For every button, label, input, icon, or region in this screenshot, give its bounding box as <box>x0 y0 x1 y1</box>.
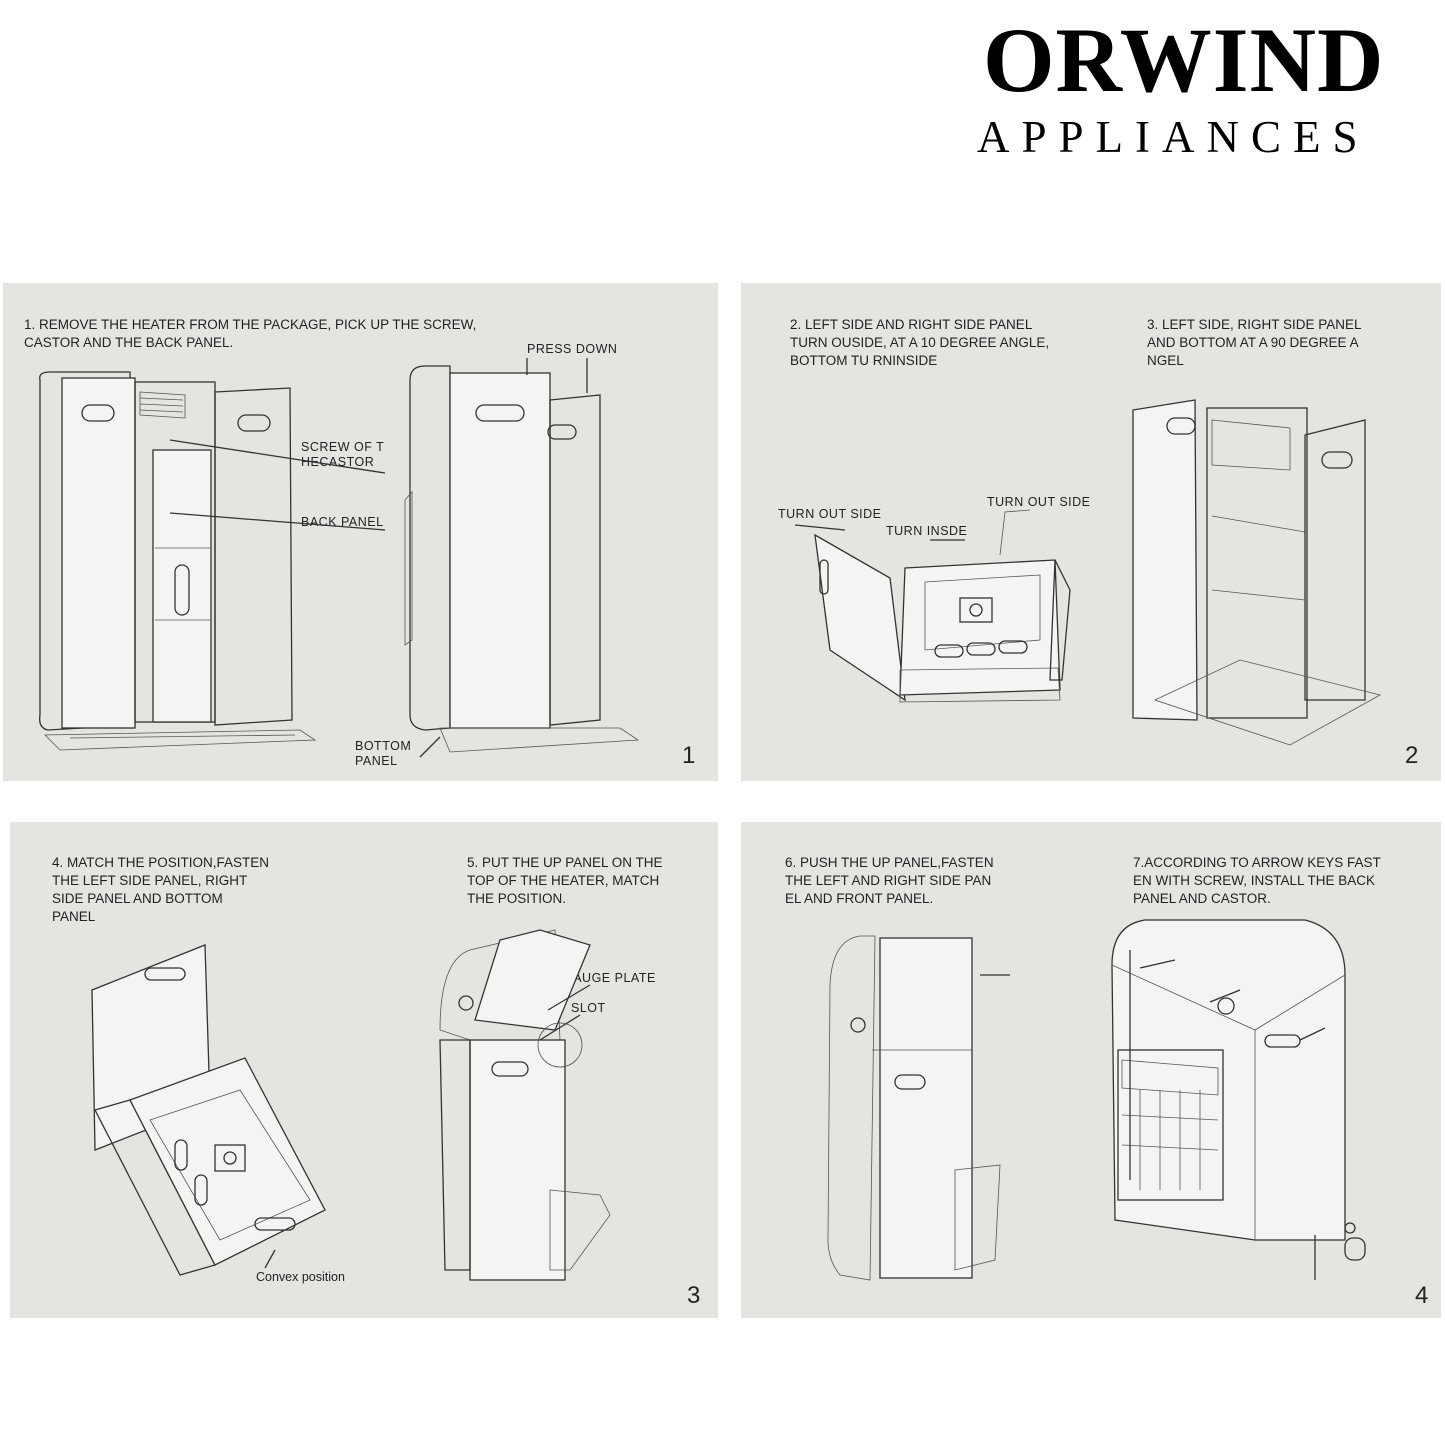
label-press-down: PRESS DOWN <box>527 342 618 356</box>
brand-name: ORWIND <box>983 9 1385 111</box>
label-turn-out-side-right: TURN OUT SIDE <box>987 495 1091 509</box>
label-convex-position: Convex position <box>256 1270 345 1284</box>
heater-open-illustration <box>39 358 640 758</box>
label-turn-inside: TURN INSDE <box>886 524 968 538</box>
step-5-caption: 5. PUT THE UP PANEL ON THE TOP OF THE HE… <box>467 855 663 906</box>
brand-tagline: APPLIANCES <box>977 112 1370 162</box>
step-3-caption: 3. LEFT SIDE, RIGHT SIDE PANEL AND BOTTO… <box>1147 317 1362 368</box>
step-4-caption: 4. MATCH THE POSITION,FASTEN THE LEFT SI… <box>52 855 270 924</box>
label-bottom-panel: BOTTOM PANEL <box>355 739 412 768</box>
panel-number-2: 2 <box>1405 742 1419 769</box>
label-gauge-plate: GAUGE PLATE <box>563 971 656 985</box>
panel-number-1: 1 <box>682 742 696 769</box>
panel-number-4: 4 <box>1415 1282 1429 1309</box>
heater-fastening-illustration <box>91 929 611 1281</box>
label-slot: SLOT <box>571 1001 606 1015</box>
step-6-caption: 6. PUSH THE UP PANEL,FASTEN THE LEFT AND… <box>785 855 994 906</box>
label-screw-of-castor: SCREW OF T HECASTOR <box>301 440 385 469</box>
heater-panels-angle-illustration <box>794 399 1382 746</box>
step-7-caption: 7.ACCORDING TO ARROW KEYS FAST EN WITH S… <box>1133 855 1381 906</box>
panel-number-3: 3 <box>687 1282 701 1309</box>
instruction-panel-2 <box>741 283 1441 781</box>
brand-logo: ORWIND APPLIANCES <box>975 5 1440 165</box>
step-2-caption: 2. LEFT SIDE AND RIGHT SIDE PANEL TURN O… <box>790 317 1050 368</box>
step-1-caption: 1. REMOVE THE HEATER FROM THE PACKAGE, P… <box>24 317 477 350</box>
heater-final-assembly-illustration <box>827 919 1366 1281</box>
label-turn-out-side-left: TURN OUT SIDE <box>778 507 882 521</box>
